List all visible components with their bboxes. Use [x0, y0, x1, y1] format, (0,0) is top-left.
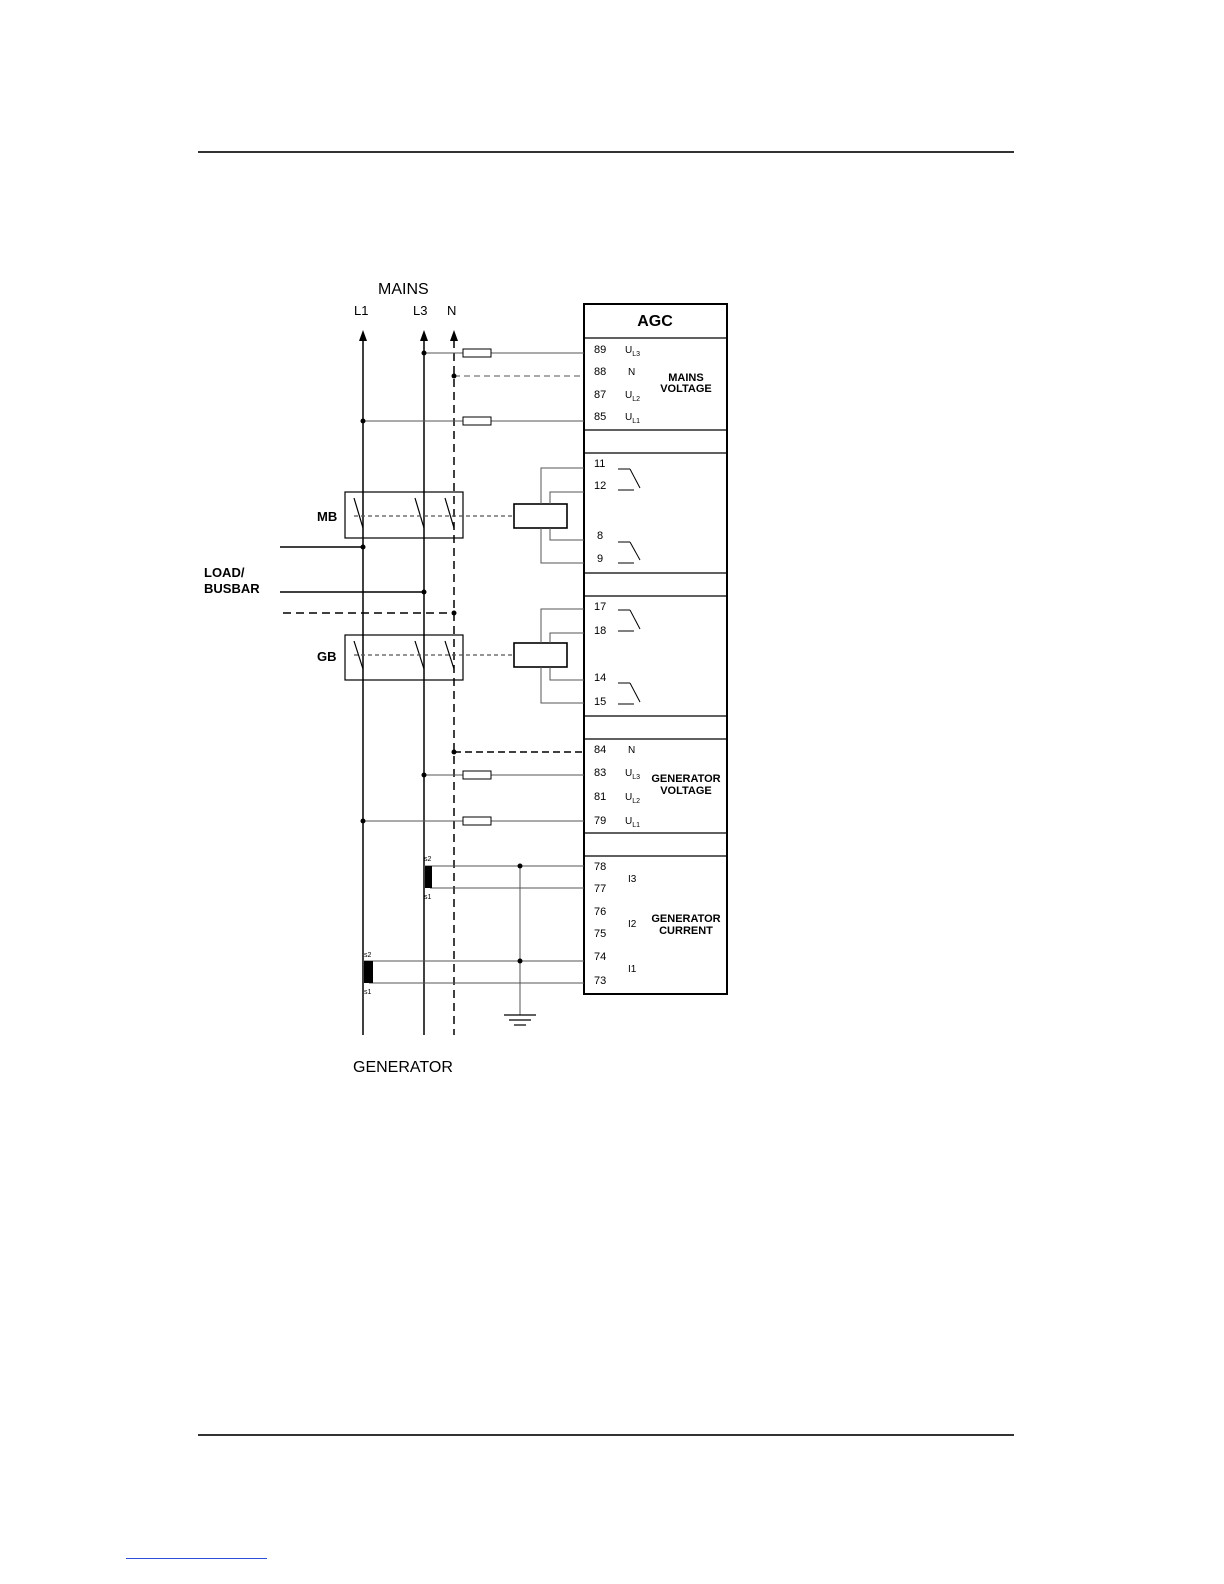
terminal-88: 88: [594, 366, 606, 378]
terminal-74: 74: [594, 951, 606, 963]
signal-ul2-gen: UL2: [625, 792, 640, 805]
phase-l3-label: L3: [413, 303, 427, 318]
mains-label: MAINS: [378, 281, 429, 298]
ct-l1: [364, 961, 373, 983]
signal-i1: I1: [628, 964, 637, 975]
terminal-15: 15: [594, 696, 606, 708]
generator-label: GENERATOR: [353, 1059, 453, 1076]
generator-voltage-title-2: VOLTAGE: [660, 785, 712, 797]
terminal-79: 79: [594, 815, 606, 827]
ct-l1-s1-mark: s1: [364, 989, 372, 996]
ct-l3-s2-mark: s2: [424, 856, 432, 863]
terminal-75: 75: [594, 928, 606, 940]
terminal-81: 81: [594, 791, 606, 803]
signal-ul1-mains: UL1: [625, 412, 640, 425]
signal-i2: I2: [628, 919, 637, 930]
fuse-gen-l3: [463, 771, 491, 779]
terminal-17: 17: [594, 601, 606, 613]
terminal-84: 84: [594, 744, 606, 756]
signal-n-gen: N: [628, 745, 635, 756]
terminal-12: 12: [594, 480, 606, 492]
generator-voltage-title-1: GENERATOR: [651, 773, 720, 785]
terminal-11: 11: [594, 458, 605, 470]
terminal-73: 73: [594, 975, 606, 987]
signal-i3: I3: [628, 874, 637, 885]
ct-l3-s1-mark: s1: [424, 894, 432, 901]
terminal-9: 9: [597, 553, 603, 565]
terminal-85: 85: [594, 411, 606, 423]
signal-ul1-gen: UL1: [625, 816, 640, 829]
signal-n-mains: N: [628, 367, 635, 378]
mb-coil: [514, 504, 567, 528]
mb-label: MB: [317, 509, 337, 524]
terminal-76: 76: [594, 906, 606, 918]
terminal-89: 89: [594, 344, 606, 356]
ct-l1-s2-mark: s2: [364, 952, 372, 959]
terminal-87: 87: [594, 389, 606, 401]
n-arrow: [450, 330, 458, 341]
mains-voltage-title-2: VOLTAGE: [660, 383, 712, 395]
agc-title: AGC: [637, 313, 673, 330]
gb-label: GB: [317, 649, 337, 664]
signal-ul3-gen: UL3: [625, 768, 640, 781]
l1-arrow: [359, 330, 367, 341]
fuse-mains-l3: [463, 349, 491, 357]
ct-l3: [425, 866, 432, 888]
terminal-78: 78: [594, 861, 606, 873]
generator-current-title-2: CURRENT: [659, 925, 713, 937]
terminal-8: 8: [597, 530, 603, 542]
terminal-77: 77: [594, 883, 606, 895]
fuse-mains-l1: [463, 417, 491, 425]
fuse-gen-l1: [463, 817, 491, 825]
phase-l1-label: L1: [354, 303, 368, 318]
generator-current-title-1: GENERATOR: [651, 913, 720, 925]
terminal-14: 14: [594, 672, 606, 684]
phase-n-label: N: [447, 303, 456, 318]
signal-ul2-mains: UL2: [625, 390, 640, 403]
load-label-line1: LOAD/: [204, 565, 245, 580]
terminal-83: 83: [594, 767, 606, 779]
signal-ul3-mains: UL3: [625, 345, 640, 358]
load-label-line2: BUSBAR: [204, 581, 260, 596]
terminal-18: 18: [594, 625, 606, 637]
gb-coil: [514, 643, 567, 667]
ground-symbol: [504, 1015, 536, 1025]
l3-arrow: [420, 330, 428, 341]
